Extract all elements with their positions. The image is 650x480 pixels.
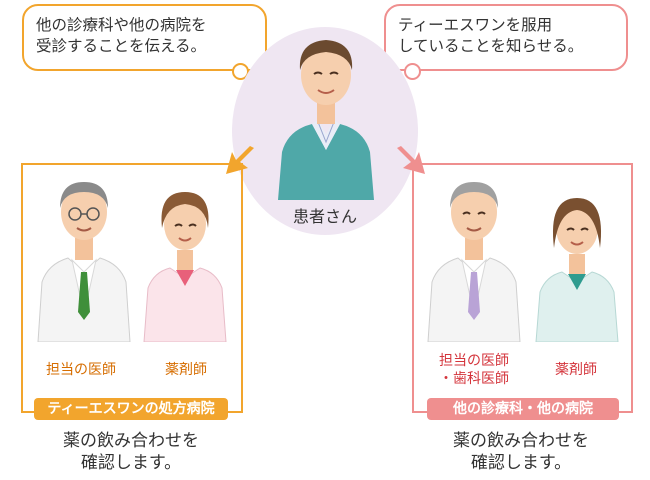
pharmacist-illustration [535, 198, 619, 342]
other-hospital-tag: 他の診療科・他の病院 [427, 398, 619, 420]
thought-bubble-right: ティーエスワンを服用 していることを知らせる。 [384, 4, 628, 71]
bubble-right-line-2: していることを知らせる。 [398, 37, 584, 55]
left-footer-line-1: 薬の飲み合わせを [63, 431, 199, 451]
bubble-left-line-2: 受診することを伝える。 [36, 37, 207, 55]
left-footer-text: 薬の飲み合わせを 確認します。 [36, 430, 226, 474]
thought-dot [404, 63, 421, 80]
patient-illustration [278, 40, 374, 200]
right-footer-line-2: 確認します。 [470, 453, 572, 473]
right-footer-line-1: 薬の飲み合わせを [453, 431, 589, 451]
doctor-dentist-illustration [427, 182, 521, 342]
doctor-illustration [37, 182, 131, 342]
role-doctor-line-2: ・歯科医師 [439, 371, 509, 387]
arrow-down-left-icon [226, 146, 254, 174]
role-doctor-label: 担当の医師 [46, 362, 116, 378]
bubble-right-line-1: ティーエスワンを服用 [398, 16, 553, 34]
arrow-down-right-icon [397, 146, 425, 174]
right-footer-text: 薬の飲み合わせを 確認します。 [426, 430, 616, 474]
role-doctor-dentist-label: 担当の医師 ・歯科医師 [426, 352, 522, 388]
prescribing-hospital-tag: ティーエスワンの処方病院 [34, 398, 228, 420]
role-pharmacist-label: 薬剤師 [555, 362, 597, 378]
bubble-left-line-1: 他の診療科や他の病院を [36, 16, 207, 34]
left-footer-line-2: 確認します。 [80, 453, 182, 473]
pharmacist-illustration [143, 192, 227, 342]
role-pharmacist-label: 薬剤師 [165, 362, 207, 378]
patient-label: 患者さん [292, 207, 357, 226]
role-doctor-line-1: 担当の医師 [439, 353, 509, 369]
thought-bubble-left: 他の診療科や他の病院を 受診することを伝える。 [22, 4, 267, 71]
